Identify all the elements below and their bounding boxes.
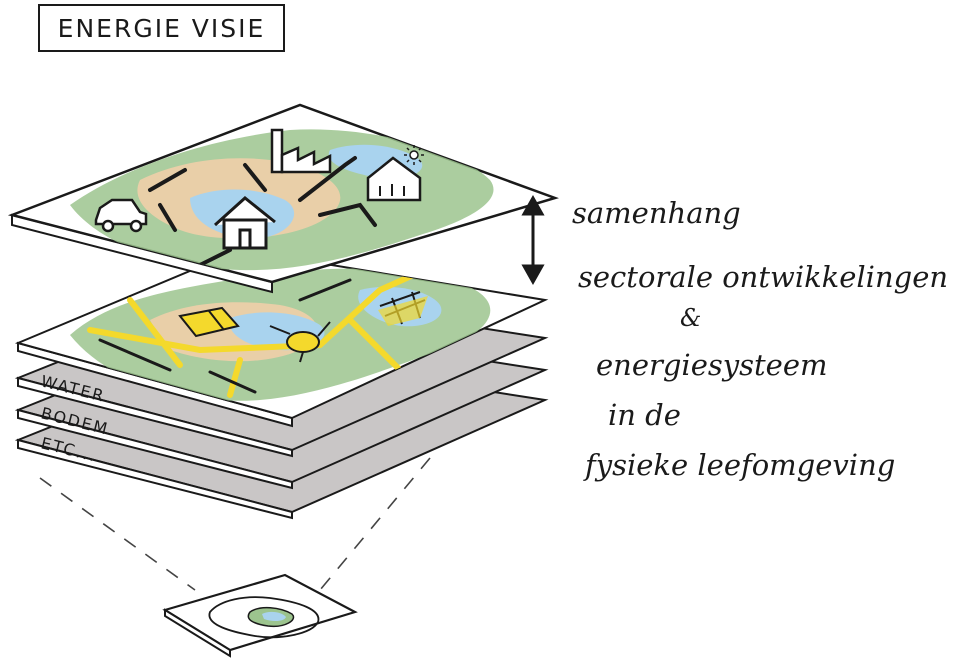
projection-lines bbox=[39, 457, 431, 591]
factory-icon bbox=[270, 128, 332, 174]
annotation-in-de: in de bbox=[608, 398, 681, 432]
pylon-icon bbox=[378, 291, 428, 326]
solar-panel-icon bbox=[178, 306, 240, 338]
greenhouse-icon bbox=[366, 156, 422, 202]
page-title: ENERGIE VISIE bbox=[38, 4, 285, 52]
arrow-updown-icon bbox=[521, 194, 545, 286]
car-icon bbox=[94, 198, 148, 233]
house-icon bbox=[213, 196, 276, 250]
energy-system-layer bbox=[14, 248, 549, 428]
annotation-energiesysteem: energiesysteem bbox=[596, 348, 828, 382]
sun-icon bbox=[404, 145, 424, 165]
physical-environment-layer bbox=[7, 103, 559, 294]
source-map-sheet bbox=[162, 573, 358, 658]
annotation-sectorale: sectorale ontwikkelingen bbox=[578, 260, 949, 294]
annotation-fysieke: fysieke leefomgeving bbox=[585, 448, 896, 482]
annotation-samenhang: samenhang bbox=[572, 196, 741, 230]
annotation-ampersand: & bbox=[680, 304, 702, 332]
wind-turbine-icon bbox=[269, 321, 331, 363]
